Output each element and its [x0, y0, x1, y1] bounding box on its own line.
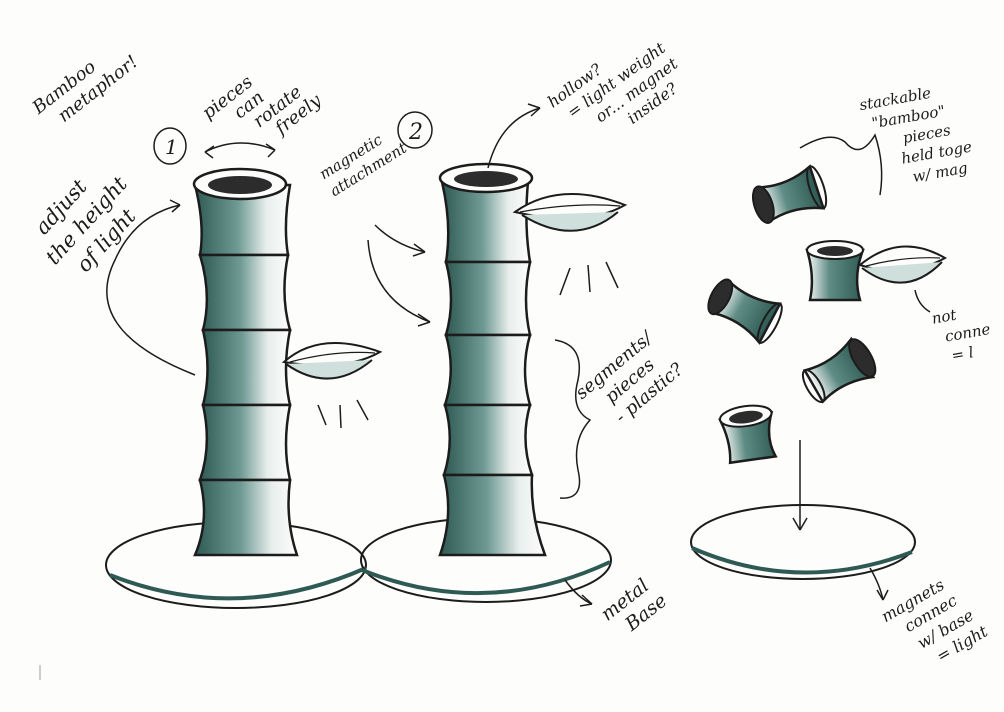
stem-2-seg-1 [442, 182, 530, 262]
piece-2 [807, 241, 863, 300]
stem-2-seg-4 [444, 405, 532, 475]
stem-1-seg-5 [195, 480, 297, 555]
magnets-arrow [870, 568, 883, 600]
piece-5 [719, 403, 778, 464]
not-connected-arrow [915, 290, 930, 312]
note-not-connected: not conne = l [930, 300, 995, 367]
note-adjust-height: adjust the height of light [20, 153, 153, 288]
segments-brace [555, 340, 590, 498]
base-2-shade [362, 562, 610, 593]
base-1-shade [110, 568, 366, 598]
stem-2-seg-2 [446, 262, 530, 335]
svg-text:not: not [930, 305, 958, 327]
note-magnets-connect: magnets connec w/ base = light [878, 568, 991, 680]
magnet-arrow-b [368, 240, 430, 322]
stem-2-hollow [454, 171, 518, 187]
stem-2-seg-3 [445, 335, 530, 405]
note-bamboo-metaphor: Bamboo metaphor! [28, 34, 142, 137]
design-3-pieces [691, 135, 945, 600]
note-hollow: hollow? = light weight or... magnet insi… [544, 21, 694, 160]
stem-1-hollow [208, 176, 272, 194]
design-1-lamp: 1 [106, 128, 380, 608]
stem-1-seg-4 [200, 405, 290, 480]
note-pieces-rotate: pieces can rotate freely [198, 45, 326, 169]
base-3 [691, 505, 915, 579]
hollow-arrow [488, 108, 540, 168]
note-metal-base: metal Base [597, 572, 671, 644]
piece-4 [797, 334, 881, 408]
design-2-lamp: 2 [361, 104, 625, 606]
leaf-lamp-1 [284, 343, 380, 428]
stem-1-seg-2 [200, 255, 290, 330]
piece-3 [702, 273, 786, 346]
note-magnetic-attachment: magnetic attachment [316, 121, 411, 200]
magnet-arrow-a [375, 225, 425, 252]
stem-2-seg-5 [440, 475, 545, 555]
stem-1-seg-3 [203, 330, 290, 405]
svg-text:= l: = l [950, 343, 975, 365]
leaf-lamp-2 [515, 194, 625, 295]
rotate-arrow-1 [205, 143, 275, 152]
piece-1 [748, 164, 830, 228]
leaf-lamp-3 [860, 247, 945, 312]
marker-2: 2 [408, 120, 423, 145]
marker-1: 1 [165, 135, 178, 159]
